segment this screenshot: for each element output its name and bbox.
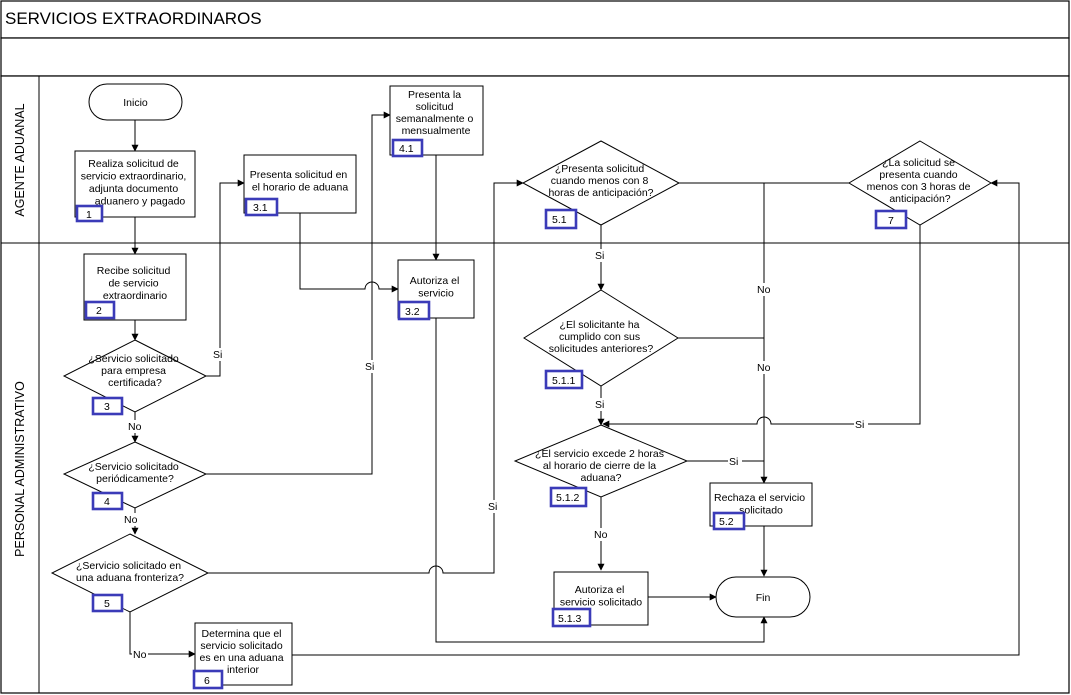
badge-2: 2 bbox=[96, 305, 102, 317]
edge-31-32 bbox=[299, 213, 399, 293]
edge-4-41 bbox=[206, 111, 391, 475]
svg-text:¿Presenta solicitud cuan: ¿Presenta solicitud cuando menos con 8 h… bbox=[548, 163, 653, 199]
badge-6: 6 bbox=[204, 675, 210, 687]
badge-31: 3.1 bbox=[253, 202, 268, 214]
edges bbox=[129, 111, 1020, 658]
badge-7: 7 bbox=[888, 215, 894, 227]
svg-text:Presenta la solicitud: Presenta la solicitud semanalmente o men… bbox=[396, 89, 477, 137]
node-2: Recibe solicitud de servicio extraordina… bbox=[83, 253, 187, 321]
edge-label-si-5: Si bbox=[488, 501, 497, 513]
node-51-decision: ¿Presenta solicitud cuando menos con 8 h… bbox=[521, 140, 681, 230]
node-6: Determina que el servicio solicitado es … bbox=[192, 622, 293, 690]
svg-text:Realiza solicitud de ser: Realiza solicitud de servicio extraordin… bbox=[81, 158, 190, 208]
edge-labels: Si No Si No No Si Si No Si No No Si Si bbox=[123, 249, 868, 661]
node-fin: Fin bbox=[715, 576, 811, 618]
node-5-decision: ¿Servicio solicitado en una aduana front… bbox=[50, 533, 210, 613]
edge-label-no-3: No bbox=[128, 421, 142, 433]
node-7-decision: ¿La solicitud se presenta cuando menos c… bbox=[848, 140, 992, 230]
node-511-decision: ¿El solicitante ha cumplido con sus soli… bbox=[523, 289, 679, 390]
node-inicio: Inicio bbox=[88, 83, 183, 121]
node-513: Autoriza el servicio solicitado 5.1.3 bbox=[551, 571, 649, 628]
svg-text:¿Servicio solicitado en: ¿Servicio solicitado en una aduana front… bbox=[76, 560, 184, 584]
svg-text:¿La solicitud se present: ¿La solicitud se presenta cuando menos c… bbox=[867, 157, 974, 205]
svg-text:Autoriza el servicio: Autoriza el servicio bbox=[410, 275, 463, 300]
svg-text:Recibe solicitud de serv: Recibe solicitud de servicio extraordina… bbox=[97, 265, 173, 302]
svg-text:¿El solicitante ha cumpl: ¿El solicitante ha cumplido con sus soli… bbox=[549, 319, 654, 355]
svg-text:¿Servicio solicitado per: ¿Servicio solicitado periódicamente? bbox=[88, 461, 181, 485]
edge-label-no-511: No bbox=[757, 362, 771, 374]
badge-32: 3.2 bbox=[405, 306, 420, 318]
edge-5-6 bbox=[129, 603, 196, 658]
page-title: SERVICIOS EXTRAORDINAROS bbox=[5, 9, 262, 28]
edge-5-51 bbox=[208, 179, 524, 574]
title-bar bbox=[0, 0, 1070, 39]
badge-51: 5.1 bbox=[552, 214, 567, 226]
node-32: Autoriza el servicio 3.2 bbox=[397, 259, 475, 321]
badge-1: 1 bbox=[86, 209, 92, 221]
badge-513: 5.1.3 bbox=[558, 613, 582, 625]
edge-label-si-512: Si bbox=[729, 456, 738, 468]
edge-label-si-3: Si bbox=[213, 349, 222, 361]
svg-text:Determina que el servici: Determina que el servicio solicitado es … bbox=[200, 628, 287, 676]
edge-label-no-51: No bbox=[757, 284, 771, 296]
node-31: Presenta solicitud en el horario de adua… bbox=[243, 154, 357, 217]
node-52: Rechaza el servicio solicitado 5.2 bbox=[709, 482, 813, 531]
edge-32-fin bbox=[435, 318, 768, 643]
svg-text:¿El servicio excede 2 horas: ¿El servicio excede 2 horas al horario d… bbox=[535, 448, 667, 484]
edge-label-no-512: No bbox=[594, 529, 608, 541]
svg-text:Presenta solicitud en el: Presenta solicitud en el horario de adua… bbox=[250, 169, 350, 194]
badge-52: 5.2 bbox=[719, 516, 734, 528]
svg-text:Inicio: Inicio bbox=[123, 97, 148, 109]
edge-7-512 bbox=[602, 225, 921, 428]
edge-6-7 bbox=[292, 179, 1020, 656]
node-512-decision: ¿El servicio excede 2 horas al horario d… bbox=[513, 424, 689, 508]
lane-label-agente: AGENTE ADUANAL bbox=[13, 103, 27, 216]
svg-text:Autoriza el servicio sol: Autoriza el servicio solicitado bbox=[560, 584, 642, 609]
node-3-decision: ¿Servicio solicitado para empresa certif… bbox=[62, 339, 208, 416]
svg-text:Fin: Fin bbox=[756, 592, 771, 604]
badge-4: 4 bbox=[104, 496, 110, 508]
edge-label-si-51: Si bbox=[595, 250, 604, 262]
edge-label-no-4: No bbox=[124, 514, 138, 526]
subtitle-bar bbox=[0, 37, 1070, 77]
node-41: Presenta la solicitud semanalmente o men… bbox=[389, 85, 484, 158]
edge-label-no-5: No bbox=[133, 649, 147, 661]
edge-label-si-4: Si bbox=[365, 361, 374, 373]
lane-label-personal: PERSONAL ADMINISTRATIVO bbox=[13, 381, 27, 557]
node-inicio-text: Inicio bbox=[123, 97, 148, 109]
node-fin-text: Fin bbox=[756, 592, 771, 604]
badge-3: 3 bbox=[104, 401, 110, 413]
node-1: Realiza solicitud de servicio extraordin… bbox=[74, 150, 196, 223]
badge-512: 5.1.2 bbox=[556, 492, 580, 504]
edge-3-31 bbox=[206, 179, 245, 377]
svg-text:¿Servicio solicitado par: ¿Servicio solicitado para empresa certif… bbox=[88, 353, 181, 389]
badge-41: 4.1 bbox=[399, 143, 414, 155]
badge-511: 5.1.1 bbox=[552, 375, 576, 387]
node-4-decision: ¿Servicio solicitado periódicamente? 4 bbox=[62, 441, 208, 511]
svg-text:Rechaza el servicio soli: Rechaza el servicio solicitado bbox=[714, 492, 808, 517]
edge-label-si-511: Si bbox=[595, 399, 604, 411]
edge-label-si-7: Si bbox=[855, 419, 864, 431]
badge-5: 5 bbox=[104, 598, 110, 610]
